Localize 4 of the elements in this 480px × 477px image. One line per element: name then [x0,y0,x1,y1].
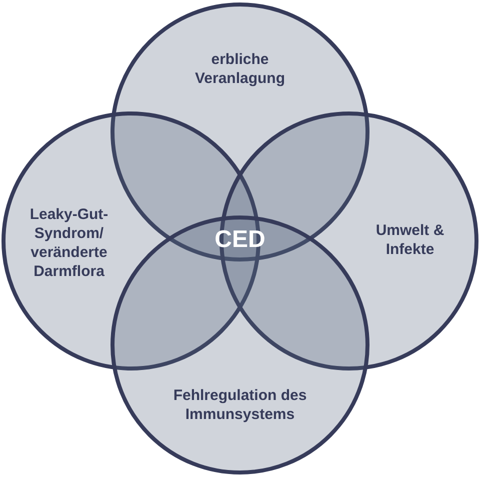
circle-label: erbliche Veranlagung [194,50,286,88]
circle-label: Fehlregulation des Immunsystems [172,386,308,424]
circle-label: Umwelt & Infekte [374,221,446,259]
circle-label: Leaky-Gut-Syndrom/ veränderte Darmflora [28,205,110,281]
